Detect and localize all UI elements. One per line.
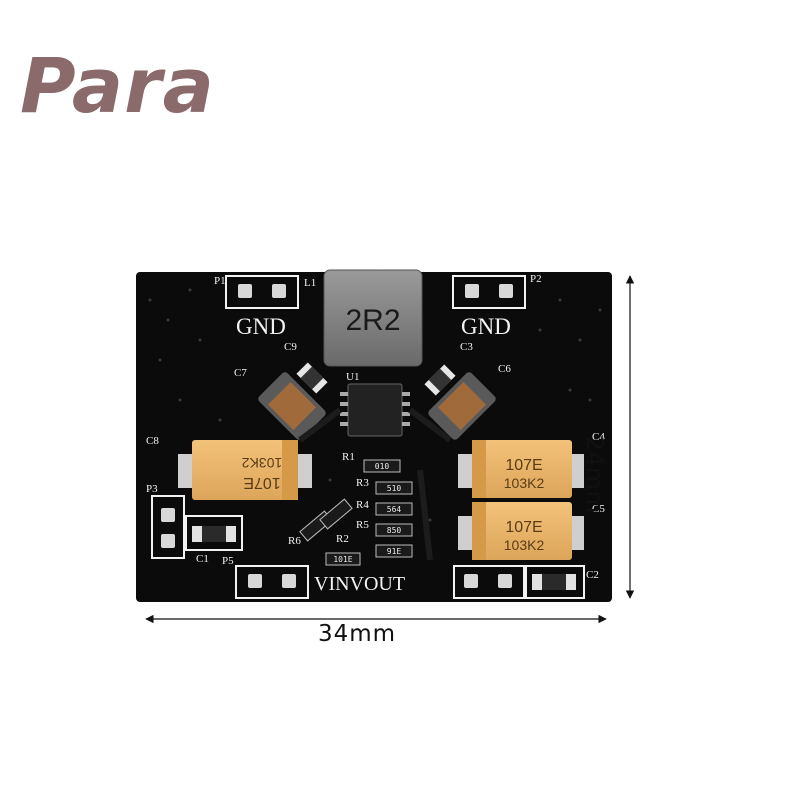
cap-c4-marking-bottom: 103K2 — [504, 475, 545, 491]
resistor — [375, 544, 413, 558]
silkscreen-label: C8 — [146, 435, 159, 447]
silkscreen-label: R3 — [356, 477, 369, 489]
silkscreen-label: C9 — [284, 341, 297, 353]
silkscreen-label: C2 — [586, 569, 599, 581]
inductor-body — [323, 269, 423, 367]
pad — [238, 284, 252, 298]
header-outline-p4 — [453, 565, 527, 599]
ceramic-cap-c6 — [428, 372, 496, 440]
resistor — [375, 502, 413, 516]
cap-c4-marking-top: 107E — [505, 457, 542, 474]
width-dimension-label: 34mm — [318, 621, 397, 647]
resistor — [325, 552, 361, 566]
silkscreen-label: L1 — [304, 277, 316, 289]
silkscreen-label: R2 — [336, 533, 349, 545]
resistor-code: 850 — [387, 526, 402, 535]
tantalum-cap-c5 — [458, 502, 584, 560]
silkscreen-label: C1 — [196, 553, 209, 565]
silk-gnd-right: GND — [461, 314, 511, 339]
pad — [498, 574, 512, 588]
silkscreen-label: P2 — [530, 273, 542, 285]
ceramic-cap-c7 — [258, 372, 326, 440]
resistor-code: 510 — [387, 484, 402, 493]
silkscreen-label: C6 — [498, 363, 511, 375]
resistor-code: 010 — [375, 462, 390, 471]
height-dimension-label: 24mm — [581, 436, 607, 515]
brand-logo: Para — [20, 41, 215, 130]
pad — [465, 284, 479, 298]
silkscreen-label: C3 — [460, 341, 473, 353]
resistor — [363, 459, 401, 473]
cap-c5-marking-bottom: 103K2 — [504, 537, 545, 553]
header-outline-p5 — [235, 565, 309, 599]
cap-c5-marking-top: 107E — [505, 519, 542, 536]
silkscreen-label: C5 — [592, 503, 605, 515]
resistor-code: 564 — [387, 505, 402, 514]
resistor-code: 101E — [333, 555, 352, 564]
header-outline-p2 — [452, 275, 526, 309]
resistor — [375, 481, 413, 495]
inductor-marking: 2R2 — [345, 304, 400, 337]
c2-outline — [523, 565, 585, 599]
cap-c8-marking-top: 107E — [243, 474, 280, 491]
cap-c8-marking-bottom: 103K2 — [242, 455, 283, 471]
pad — [161, 508, 175, 522]
silkscreen-label: R5 — [356, 519, 369, 531]
pad — [499, 284, 513, 298]
c1-outline — [185, 515, 243, 551]
silkscreen-label: R1 — [342, 451, 355, 463]
silkscreen-label: U1 — [346, 371, 359, 383]
smd-cap-c1 — [192, 526, 236, 542]
pad — [161, 534, 175, 548]
resistor — [375, 523, 413, 537]
smd-cap-c2 — [532, 574, 576, 590]
silk-gnd-left: GND — [236, 314, 286, 339]
pad — [272, 284, 286, 298]
header-outline-p1 — [225, 275, 299, 309]
ic-u1 — [347, 383, 403, 437]
silkscreen-label: P3 — [146, 483, 158, 495]
silkscreen-label: R6 — [288, 535, 301, 547]
tantalum-cap-c4 — [458, 440, 584, 498]
silk-vinvout: VINVOUT — [314, 573, 405, 595]
silkscreen-label: P5 — [222, 555, 234, 567]
resistor-code: 91E — [387, 547, 402, 556]
silkscreen-label: P1 — [214, 275, 226, 287]
silkscreen-label: R4 — [356, 499, 369, 511]
tantalum-cap-c8 — [178, 440, 312, 500]
pad — [248, 574, 262, 588]
pad — [464, 574, 478, 588]
pad — [282, 574, 296, 588]
silkscreen-label: C4 — [592, 431, 605, 443]
header-outline-p3 — [151, 495, 185, 559]
silkscreen-label: C7 — [234, 367, 247, 379]
